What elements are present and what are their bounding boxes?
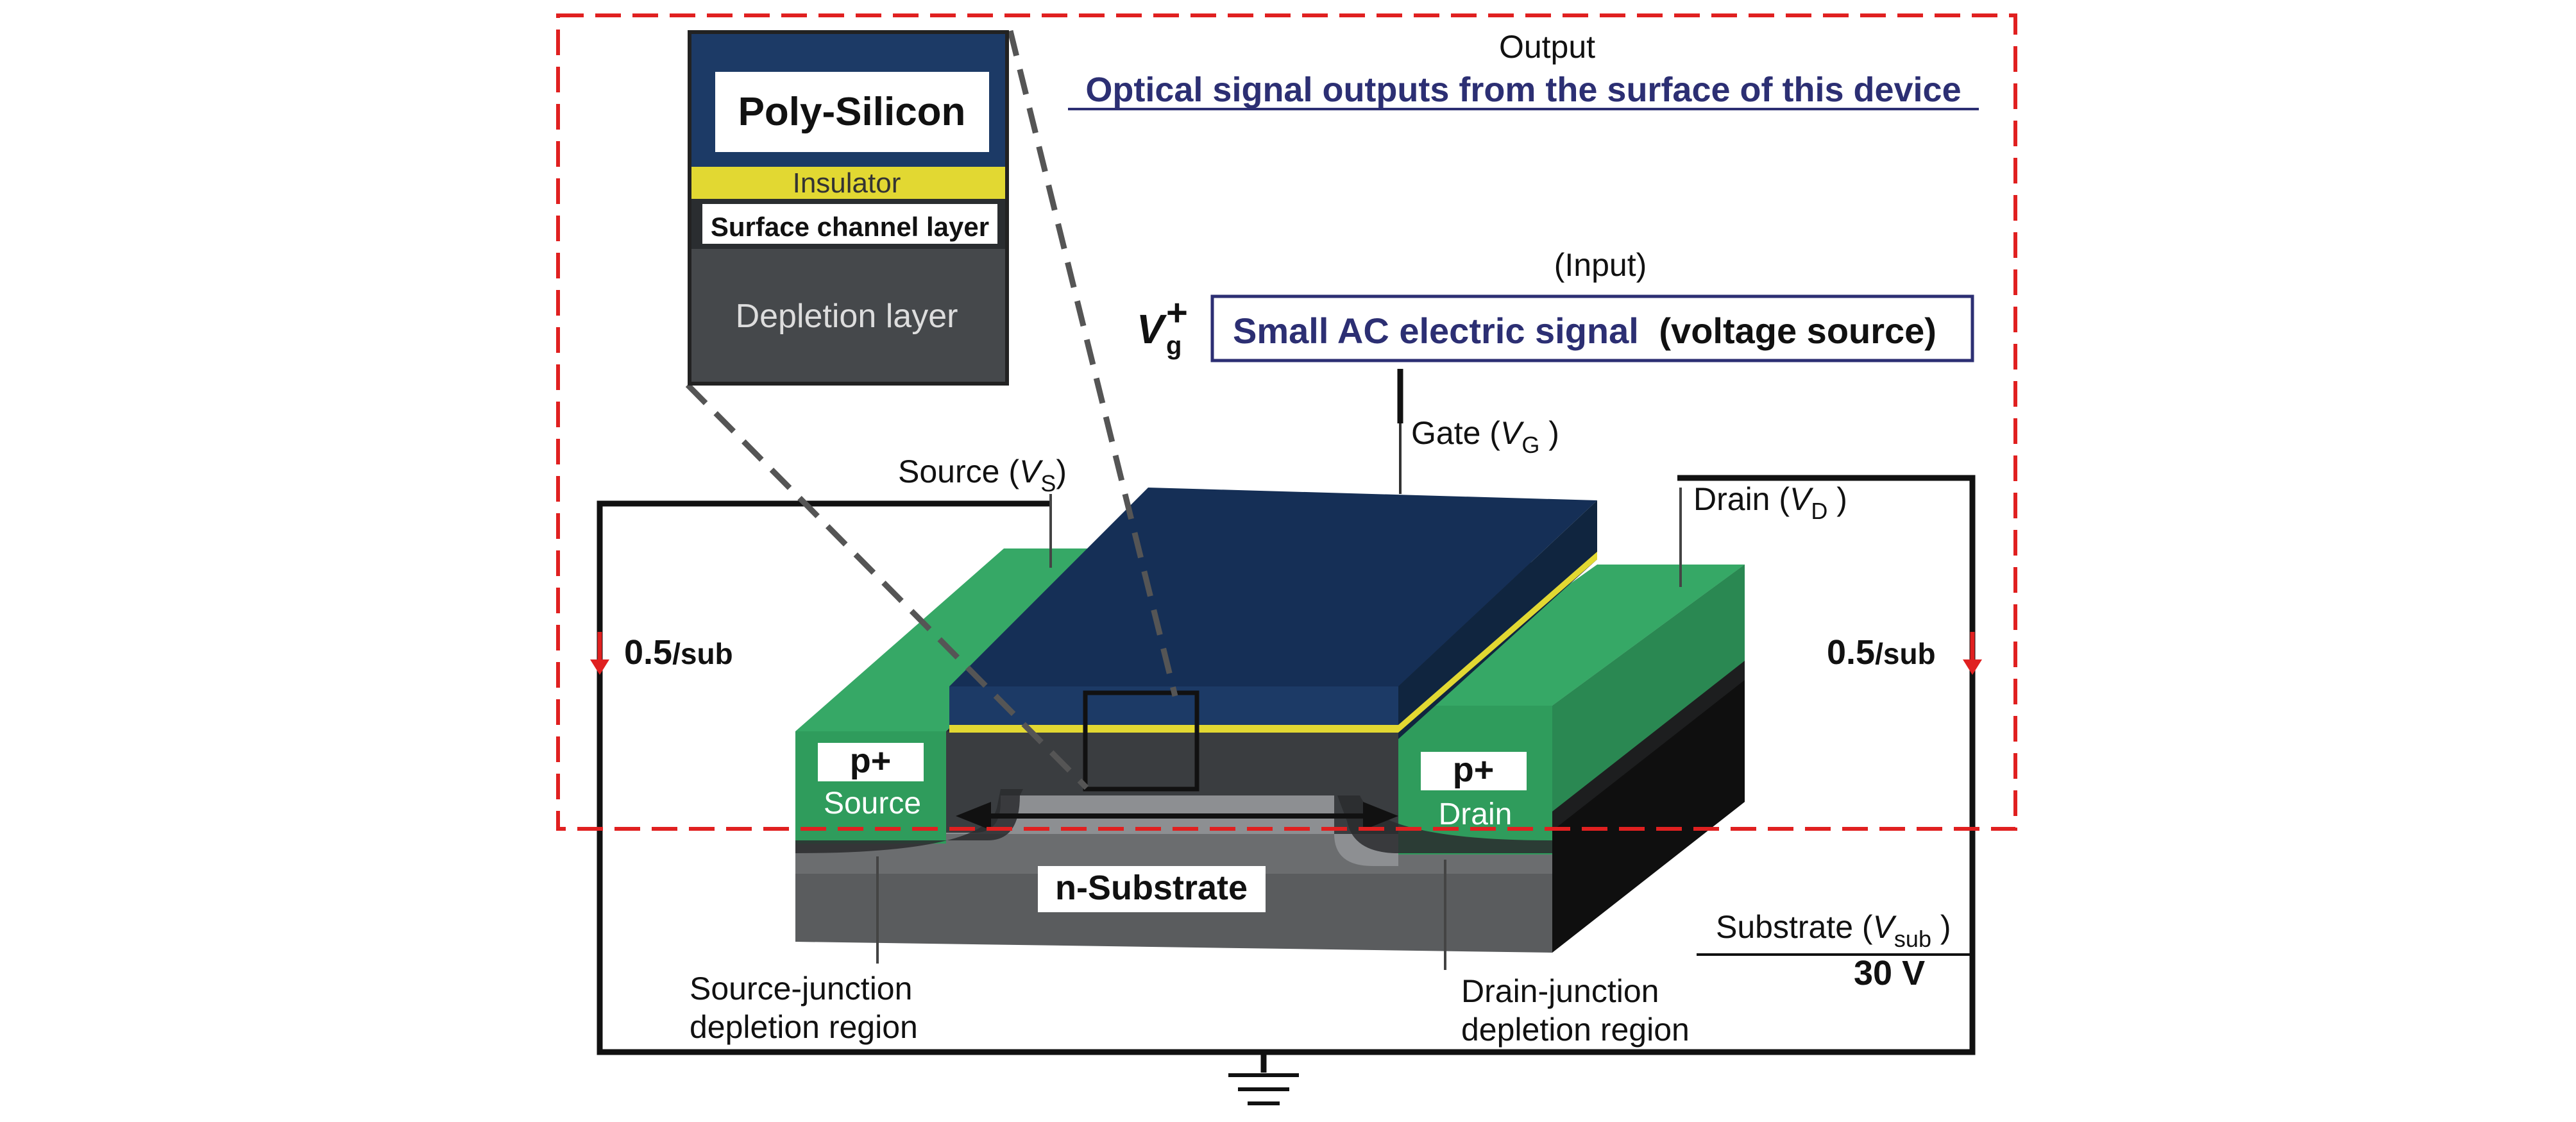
n-substrate-label-box bbox=[1038, 866, 1266, 912]
inset-insulator-label: Insulator bbox=[793, 167, 901, 199]
source-junction-label-line1: Source-junction bbox=[690, 971, 912, 1007]
left-current-arrow bbox=[590, 632, 609, 675]
source-wire bbox=[597, 475, 1976, 1055]
output-heading: Output bbox=[1499, 29, 1595, 65]
ground-icon bbox=[1228, 1073, 1299, 1105]
source-tag-box bbox=[818, 743, 924, 781]
insulator-side bbox=[1398, 552, 1597, 733]
insulator-stripe bbox=[949, 725, 1398, 733]
drain-right-side bbox=[1552, 565, 1745, 812]
n-substrate-well bbox=[946, 795, 1398, 866]
circuit-wiring bbox=[597, 475, 1976, 1073]
inset-depletion-label: Depletion layer bbox=[736, 298, 958, 335]
gate-voltage-subscript: g bbox=[1166, 332, 1182, 360]
source-terminal-label: Source (VS) bbox=[898, 454, 1067, 497]
inset-poly-silicon-label: Poly-Silicon bbox=[738, 90, 966, 134]
substrate-right-side bbox=[1552, 677, 1745, 953]
gate-voltage-var: V bbox=[1137, 306, 1167, 352]
drain-junction-label-line1: Drain-junction bbox=[1461, 973, 1659, 1009]
inset-surface-channel-label-box bbox=[702, 204, 997, 244]
output-region-box bbox=[556, 13, 2017, 831]
right-current-label: 0.5/sub bbox=[1827, 633, 1936, 672]
gate-terminal-label: Gate (VG ) bbox=[1411, 415, 1559, 458]
right-current-arrow bbox=[1963, 632, 1982, 675]
source-junction-label-line2: depletion region bbox=[690, 1009, 918, 1045]
channel-current-arrow bbox=[956, 802, 1398, 830]
inset-frame bbox=[688, 30, 1009, 386]
substrate-voltage-label: 30 V bbox=[1854, 954, 1925, 992]
substrate-terminal-label: Substrate (Vsub ) bbox=[1716, 909, 1951, 952]
inset-depletion-layer bbox=[690, 249, 1007, 384]
gate-voltage-superscript: + bbox=[1166, 292, 1188, 334]
drain-junction-depletion bbox=[1337, 795, 1552, 853]
signal-source-box bbox=[1210, 294, 1974, 362]
input-heading: (Input) bbox=[1554, 247, 1647, 283]
drain-name: Drain bbox=[1439, 797, 1513, 831]
drain-terminal-label: Drain (VD ) bbox=[1693, 481, 1847, 524]
gate-voltage-symbol: V bbox=[1137, 306, 1167, 352]
gate-right-side bbox=[1398, 500, 1597, 739]
source-name: Source bbox=[824, 786, 921, 820]
source-junction-depletion bbox=[795, 789, 1023, 853]
source-tag: p+ bbox=[850, 742, 892, 780]
left-current-label: 0.5/sub bbox=[624, 633, 733, 672]
gate-top bbox=[949, 488, 1597, 686]
drain-top bbox=[1398, 565, 1745, 706]
drain-tag-box bbox=[1421, 752, 1527, 790]
leader-lines bbox=[876, 488, 1682, 970]
device-block bbox=[795, 488, 1745, 953]
n-substrate-label: n-Substrate bbox=[1055, 869, 1248, 907]
signal-source-label: Small AC electric signal (voltage source… bbox=[1233, 310, 1936, 351]
inset-surface-channel-label: Surface channel layer bbox=[711, 212, 989, 242]
zoom-connectors bbox=[685, 30, 1178, 790]
inset-poly-silicon-label-box bbox=[715, 72, 989, 152]
signal-source-type: (voltage source) bbox=[1659, 310, 1936, 351]
inset-cross-section: Poly-Silicon Insulator Surface channel l… bbox=[688, 30, 1009, 386]
drain-tag: p+ bbox=[1453, 751, 1495, 789]
drain-junction-label-line2: depletion region bbox=[1461, 1012, 1690, 1048]
inset-insulator-layer bbox=[690, 167, 1007, 199]
signal-source-text: Small AC electric signal bbox=[1233, 310, 1639, 351]
output-description: Optical signal outputs from the surface … bbox=[1085, 71, 1961, 109]
zoom-region-box bbox=[1083, 690, 1199, 792]
